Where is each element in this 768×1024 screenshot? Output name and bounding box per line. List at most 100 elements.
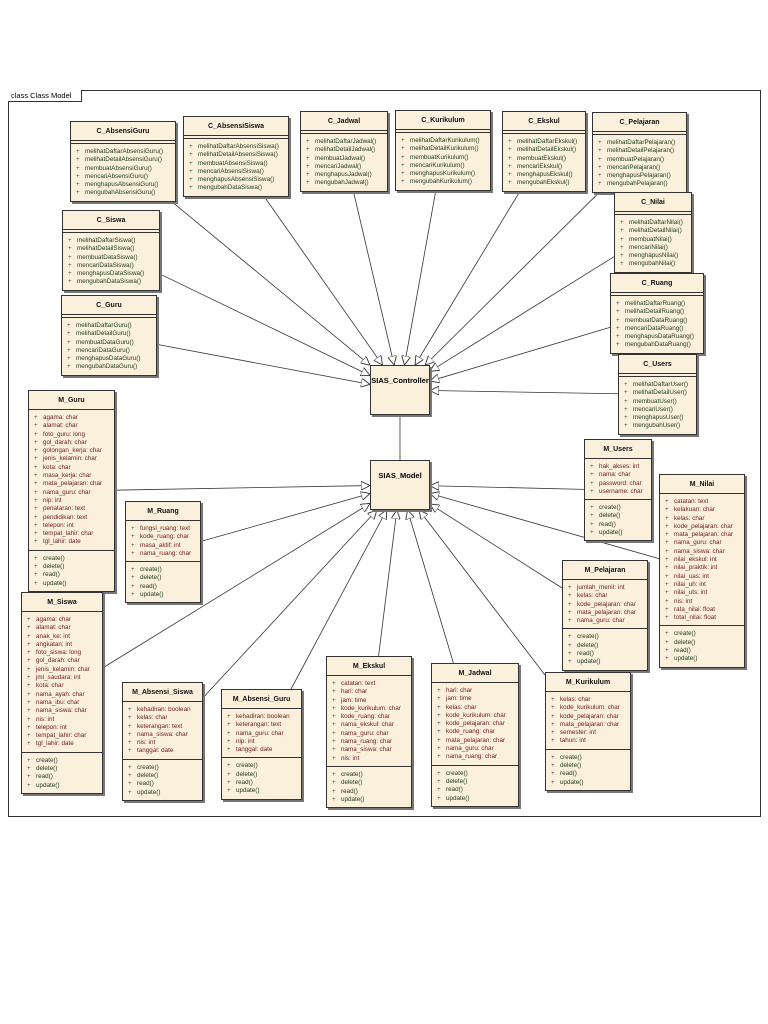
operation: +update() [227, 787, 260, 795]
attributes-compartment: +agama: char+alamat: char+foto_guru: lon… [29, 409, 114, 550]
attribute: +nilai_uh: int [665, 580, 706, 588]
operation: +melihatDetailGuru() [67, 330, 131, 338]
model-class-m-jadwal[interactable]: M_Jadwal+hari: char+jam: time+kelas: cha… [431, 663, 519, 807]
operation: +mencariJadwal() [306, 162, 362, 170]
sias-model-class[interactable]: SIAS_Model [370, 460, 430, 510]
operation: +update() [332, 795, 365, 803]
operations-compartment: +create()+delete()+read()+update() [327, 765, 411, 807]
operation: +mencariDataSiswa() [68, 261, 134, 269]
model-class-m-nilai[interactable]: M_Nilai+catatan: text+kelakuan: char+kel… [659, 474, 745, 668]
controller-class-c-absensisiswa[interactable]: C_AbsensiSiswa+melihatDaftarAbsensiSiswa… [183, 116, 289, 197]
controller-association-line [156, 344, 370, 384]
operation: +membuatDataGuru() [67, 338, 134, 346]
controller-association-line [159, 273, 370, 375]
controller-class-c-pelajaran[interactable]: C_Pelajaran+melihatDaftarPelajaran()+mel… [592, 112, 687, 193]
attribute: +nis: int [665, 597, 693, 605]
operation: +melihatDetailSiswa() [68, 245, 135, 253]
attribute: +nilai_praktik: int [665, 564, 718, 572]
attribute: +penataran: text [34, 505, 86, 513]
operation: +menghapusNilai() [620, 252, 679, 260]
sias-model-name: SIAS_Model [378, 471, 422, 480]
operations-compartment: +create()+delete()+read()+update() [585, 499, 651, 540]
attribute: +nama_guru: char [34, 488, 91, 496]
controller-class-c-jadwal[interactable]: C_Jadwal+melihatDaftarJadwal()+melihatDe… [300, 111, 388, 192]
attributes-compartment: +fungsi_ruang: text+kode_ruang: char+mas… [126, 520, 200, 561]
model-class-m-absensi-siswa[interactable]: M_Absensi_Siswa+kehadiran: boolean+kelas… [122, 682, 203, 801]
operations-compartment: +melihatDaftarAbsensiGuru()+melihatDetai… [71, 143, 175, 201]
model-class-m-guru[interactable]: M_Guru +agama: char+alamat: char+foto_gur… [28, 390, 115, 592]
operation: +melihatDaftarUser() [624, 381, 688, 388]
model-class-m-ekskul[interactable]: M_Ekskul+catatan: text+hari: char+jam: t… [326, 656, 412, 809]
operation: +membuatAbsensiGuru() [76, 164, 152, 172]
model-association-line [419, 510, 546, 676]
operations-compartment: +melihatDaftarNilai()+melihatDetailNilai… [615, 214, 691, 272]
operation: +membuatAbsensiSiswa() [189, 159, 268, 167]
operation: +mencariUser() [624, 405, 673, 413]
attribute: +gol_darah: char [34, 438, 87, 446]
attribute: +tgl_lahir: date [27, 740, 74, 748]
model-association-line [408, 510, 454, 664]
attributes-compartment: +kehadiran: boolean+kelas: char+keterang… [123, 701, 202, 759]
attribute: +nama_ruang: char [437, 753, 498, 761]
attributes-compartment: +kelas: char+kode_kurikulum: char+kode_p… [546, 691, 630, 749]
attributes-compartment: +kehadiran: boolean+keterangan: text+nam… [222, 708, 301, 757]
operation: +melihatDaftarJadwal() [306, 138, 377, 145]
operation: +membuatDataRuang() [616, 316, 688, 324]
model-association-line [430, 494, 660, 559]
attribute: +masa_aktif: int [131, 541, 181, 549]
class-name: M_Siswa [47, 599, 77, 606]
controller-class-c-siswa[interactable]: C_Siswa+melihatDaftarSiswa()+melihatDeta… [62, 210, 160, 291]
attribute: +catatan: text [665, 498, 709, 505]
operation: +mencariAbsensiSiswa() [189, 167, 264, 175]
sias-controller-class[interactable]: SIAS_Controller [370, 365, 430, 415]
controller-association-line [415, 191, 520, 365]
controller-class-c-guru[interactable]: C_Guru+melihatDaftarGuru()+melihatDetail… [61, 295, 157, 376]
model-association-line [102, 503, 370, 669]
class-name: M_Ekskul [352, 663, 386, 670]
attribute: +alamat: char [34, 422, 78, 430]
class-name: M_Ruang [147, 508, 179, 515]
operation: +read() [128, 780, 154, 788]
attribute: +tahun: int [551, 737, 586, 745]
controller-class-c-nilai[interactable]: C_Nilai+melihatDaftarNilai()+melihatDeta… [614, 192, 692, 273]
class-name: M_Pelajaran [584, 567, 626, 574]
operation: +menghapusPelajaran() [598, 172, 671, 180]
model-class-m-kurikulum[interactable]: M_Kurikulum +kelas: char+kode_kurikulum: … [545, 672, 631, 791]
attributes-compartment [503, 130, 585, 133]
attribute: +nama_ekskul: char [332, 721, 394, 729]
operation: +membuatPelajaran() [598, 155, 665, 163]
model-class-m-siswa[interactable]: M_Siswa+agama: char+alamat: char+anak_ke… [21, 592, 103, 794]
model-association-line [202, 510, 377, 699]
operation: +read() [131, 582, 157, 590]
operation: +read() [437, 786, 463, 794]
model-class-m-absensi-guru[interactable]: M_Absensi_Guru+kehadiran: boolean+ketera… [221, 689, 302, 800]
operation: +mengubahDataGuru() [67, 363, 138, 371]
operation: +update() [568, 658, 601, 666]
model-class-m-ruang[interactable]: M_Ruang +fungsi_ruang: text+kode_ruang: c… [125, 501, 201, 604]
model-association-line [430, 486, 585, 490]
attribute: +nis: int [332, 754, 360, 762]
controller-class-c-kurikulum[interactable]: C_Kurikulum+melihatDaftarKurikulum()+mel… [395, 110, 491, 191]
operation: +update() [131, 591, 164, 599]
operation: +menghapusDataGuru() [67, 355, 141, 363]
attribute: +nama_guru: char [665, 539, 722, 547]
operation: +update() [551, 778, 584, 786]
operations-compartment: +melihatDaftarKurikulum()+melihatDetailK… [396, 132, 490, 190]
model-class-m-users[interactable]: M_Users+hak_akses: int+nama: char+passwo… [584, 439, 652, 542]
attributes-compartment [611, 292, 703, 295]
operations-compartment: +create()+delete()+read()+update() [123, 758, 202, 800]
controller-class-c-absensiguru[interactable]: C_AbsensiGuru+melihatDaftarAbsensiGuru()… [70, 121, 176, 202]
model-class-m-pelajaran[interactable]: M_Pelajaran+jumlah_menit: int+kelas: cha… [562, 560, 648, 671]
class-name: M_Guru [58, 397, 85, 404]
class-name: M_Nilai [689, 481, 715, 488]
attribute: +password: char [590, 479, 642, 487]
attribute: +kode_ruang: char [332, 713, 391, 721]
attribute: +alamat: char [27, 624, 71, 632]
controller-class-c-users[interactable]: C_Users+melihatDaftarUser()+melihatDetai… [618, 354, 697, 435]
controller-class-c-ruang[interactable]: C_Ruang+melihatDaftarRuang()+melihatDeta… [610, 273, 704, 354]
controller-class-c-ekskul[interactable]: C_Ekskul+melihatDaftarEkskul()+melihatDe… [502, 111, 586, 192]
operation: +melihatDaftarAbsensiGuru() [76, 148, 164, 155]
class-name: M_Kurikulum [565, 679, 611, 686]
operation: +melihatDetailUser() [624, 389, 687, 397]
